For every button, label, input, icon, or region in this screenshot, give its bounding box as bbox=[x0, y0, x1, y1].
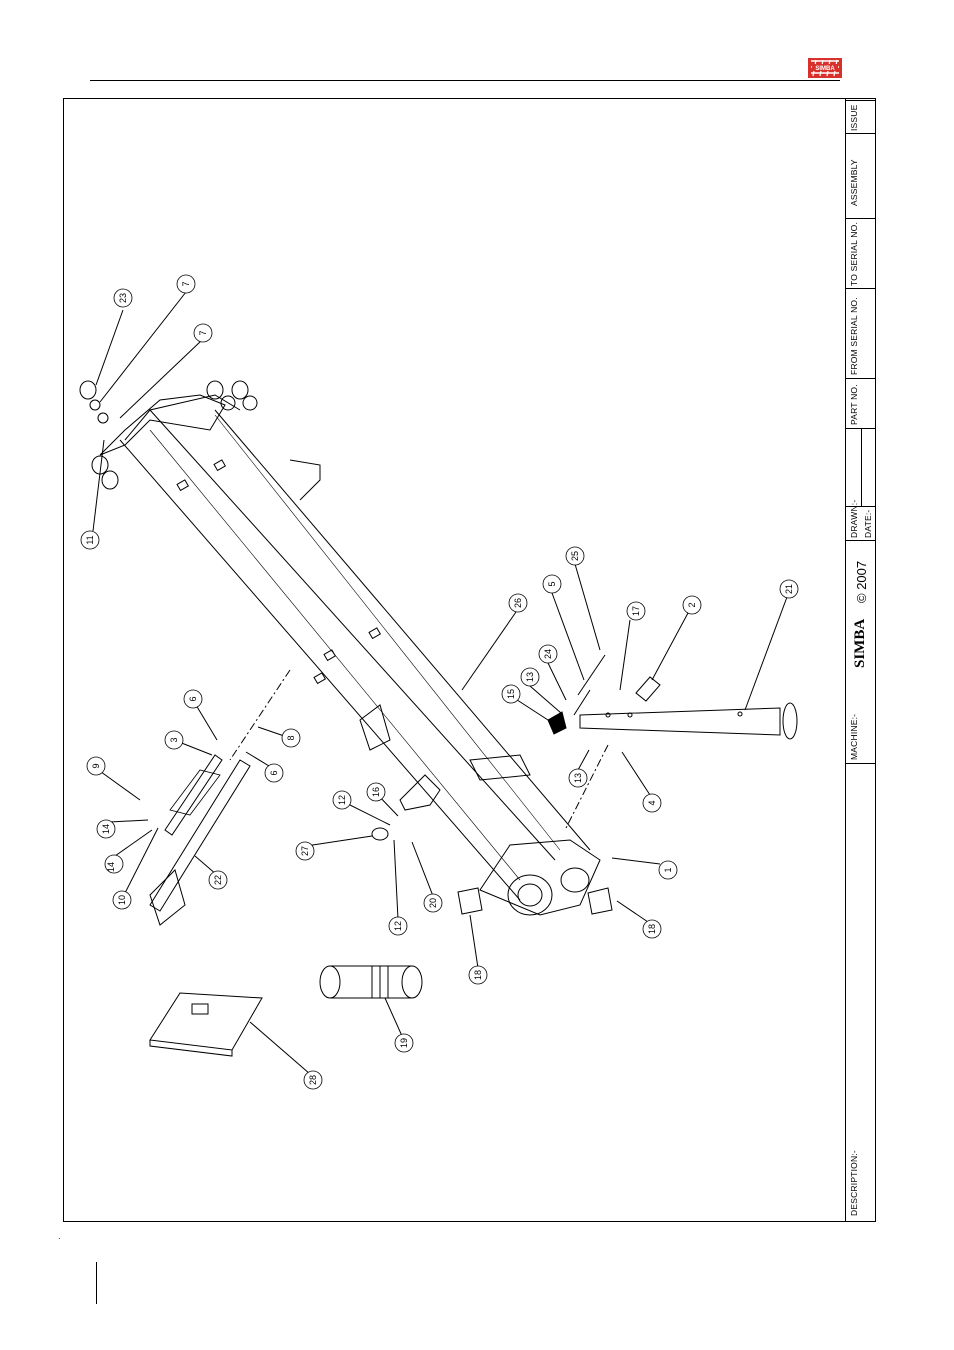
pivot-boss bbox=[508, 875, 552, 915]
callout-12-lower: 12 bbox=[389, 917, 407, 935]
arm-22 bbox=[150, 760, 250, 911]
bushing-23-shape bbox=[80, 381, 96, 399]
svg-text:17: 17 bbox=[631, 606, 641, 616]
svg-text:23: 23 bbox=[118, 293, 128, 303]
boom-outline bbox=[120, 395, 590, 900]
svg-text:12: 12 bbox=[337, 795, 347, 805]
callout-18-right: 18 bbox=[643, 920, 661, 938]
svg-text:21: 21 bbox=[784, 584, 794, 594]
callout-1: 1 bbox=[659, 861, 677, 879]
svg-text:19: 19 bbox=[399, 1038, 409, 1048]
svg-text:11: 11 bbox=[85, 535, 95, 544]
callout-14-lower: 14 bbox=[105, 855, 123, 873]
manual-28 bbox=[150, 993, 262, 1050]
callout-16: 16 bbox=[367, 783, 385, 801]
callout-8: 8 bbox=[282, 729, 300, 747]
callout-22: 22 bbox=[209, 871, 227, 889]
callout-7-upper: 7 bbox=[177, 275, 195, 293]
callout-2: 2 bbox=[683, 596, 701, 614]
callout-10: 10 bbox=[113, 891, 131, 909]
svg-text:18: 18 bbox=[647, 924, 657, 934]
callout-9: 9 bbox=[87, 757, 105, 775]
svg-text:4: 4 bbox=[647, 800, 657, 805]
svg-text:13: 13 bbox=[525, 672, 535, 682]
svg-text:10: 10 bbox=[117, 895, 127, 905]
svg-text:9: 9 bbox=[91, 763, 101, 768]
svg-text:7: 7 bbox=[198, 330, 208, 335]
callout-7-lower: 7 bbox=[194, 324, 212, 342]
svg-text:15: 15 bbox=[506, 689, 516, 699]
svg-text:12: 12 bbox=[393, 921, 403, 931]
svg-text:7: 7 bbox=[181, 281, 191, 286]
callout-3: 3 bbox=[165, 731, 183, 749]
svg-text:14: 14 bbox=[106, 862, 116, 872]
callout-17: 17 bbox=[627, 602, 645, 620]
svg-text:16: 16 bbox=[371, 787, 381, 797]
svg-text:22: 22 bbox=[213, 875, 223, 885]
callout-28: 28 bbox=[304, 1071, 322, 1089]
bushing-18-left bbox=[458, 888, 482, 914]
svg-text:8: 8 bbox=[286, 735, 296, 740]
callout-19: 19 bbox=[395, 1034, 413, 1052]
svg-text:3: 3 bbox=[169, 737, 179, 742]
callout-27: 27 bbox=[296, 842, 314, 860]
callout-11: 11 bbox=[81, 531, 99, 549]
svg-text:27: 27 bbox=[300, 846, 310, 856]
svg-text:24: 24 bbox=[543, 649, 553, 659]
callout-12-upper: 12 bbox=[333, 791, 351, 809]
callout-6-upper: 6 bbox=[184, 690, 202, 708]
svg-text:20: 20 bbox=[428, 898, 438, 908]
svg-text:6: 6 bbox=[269, 770, 279, 775]
bushing-18-right bbox=[588, 888, 612, 914]
callout-23: 23 bbox=[114, 289, 132, 307]
svg-text:2: 2 bbox=[687, 602, 697, 607]
svg-text:26: 26 bbox=[513, 598, 523, 608]
svg-text:25: 25 bbox=[570, 551, 580, 561]
callout-20: 20 bbox=[424, 894, 442, 912]
bracket-mount bbox=[400, 775, 440, 810]
top-end-plate bbox=[100, 395, 225, 455]
svg-text:14: 14 bbox=[101, 824, 111, 834]
callout-15: 15 bbox=[502, 685, 520, 703]
post-21 bbox=[580, 708, 780, 735]
pin-19 bbox=[330, 966, 412, 998]
callout-21: 21 bbox=[780, 580, 798, 598]
callout-13-upper: 13 bbox=[521, 668, 539, 686]
callout-5: 5 bbox=[543, 575, 561, 593]
svg-text:13: 13 bbox=[573, 773, 583, 783]
callout-14-upper: 14 bbox=[97, 820, 115, 838]
footer-rule bbox=[96, 1262, 97, 1304]
callout-6-lower: 6 bbox=[265, 764, 283, 782]
svg-text:18: 18 bbox=[473, 970, 483, 980]
svg-text:28: 28 bbox=[308, 1075, 318, 1085]
callout-26: 26 bbox=[509, 594, 527, 612]
callout-13-lower: 13 bbox=[569, 769, 587, 787]
svg-text:6: 6 bbox=[188, 696, 198, 701]
callout-25: 25 bbox=[566, 547, 584, 565]
callout-18-left: 18 bbox=[469, 966, 487, 984]
svg-text:5: 5 bbox=[547, 581, 557, 586]
corner-mark: · bbox=[58, 1234, 61, 1243]
svg-text:1: 1 bbox=[663, 867, 673, 872]
callout-24: 24 bbox=[539, 645, 557, 663]
callout-4: 4 bbox=[643, 794, 661, 812]
